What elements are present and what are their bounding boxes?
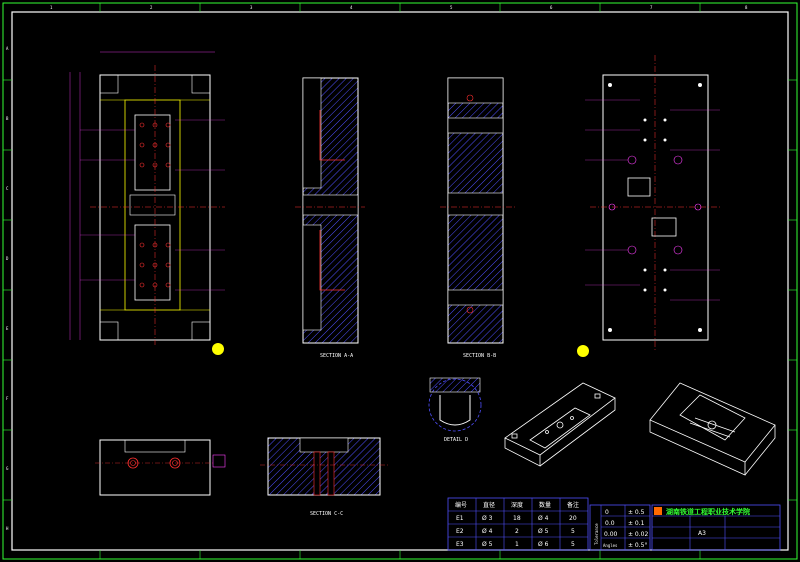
border-num: 4 [350,5,353,10]
weld-symbol-icon [212,343,224,355]
plan-view-right [577,55,720,357]
border-num: 5 [450,5,453,10]
weld-symbol-icon [577,345,589,357]
tolerance-value: ± 0.1 [628,520,645,527]
school-logo-icon [654,507,662,515]
drawing-size: A3 [698,530,706,537]
border-letter: F [6,396,9,401]
tolerance-precision: 0.00 [604,531,618,538]
border-letter: E [6,326,9,331]
border-num: 2 [150,5,153,10]
tolerance-value: ± 0.02 [628,531,648,538]
border-letter: H [6,526,9,531]
section-bb-label: SECTION B-B [463,353,496,359]
detail-label: DETAIL D [444,437,468,443]
border-letter: B [6,116,9,121]
table-cell: Ø 5 [482,541,493,548]
section-aa-label: SECTION A-A [320,353,353,359]
table-cell: E2 [456,528,464,535]
table-cell: Ø 4 [482,528,493,535]
table-header: 深度 [511,501,523,509]
title-block: 湖南铁道工程职业技术学院 A3 [651,504,781,551]
table-header: 数量 [539,501,551,509]
plan-view-left [69,51,225,355]
tolerance-block: Tolerance 0 ± 0.5 0.0 ± 0.1 0.00 ± 0.02 … [589,504,651,551]
table-header: 备注 [567,501,579,509]
table-cell: 5 [571,528,575,535]
table-cell: 5 [571,541,575,548]
table-cell: Ø 6 [538,541,549,548]
border-ticks [3,3,797,559]
tolerance-value: ± 0.5° [628,542,647,549]
table-cell: Ø 4 [538,515,549,522]
tolerance-side-label: Tolerance [594,523,599,545]
table-cell: Ø 3 [482,515,493,522]
detail-view: DETAIL D [428,377,482,443]
section-view-cc: SECTION C-C [260,437,388,517]
section-view-aa: SECTION A-A [295,77,365,359]
border-num: 7 [650,5,653,10]
border-letter: D [6,256,9,261]
border-letter: G [6,466,9,471]
border-numbers: 1 2 3 4 5 6 7 8 A B C D E F G H [6,5,748,531]
table-cell: 20 [569,515,577,522]
front-view [95,439,226,496]
border-num: 8 [745,5,748,10]
border-letter: A [6,46,9,51]
isometric-view-2 [649,382,776,476]
table-cell: E3 [456,541,464,548]
tolerance-precision: Angles [603,543,618,548]
border-num: 3 [250,5,253,10]
table-header: 编号 [455,501,467,509]
table-cell: 2 [515,528,519,535]
section-view-bb: SECTION B-B [440,77,515,359]
border-letter: C [6,186,9,191]
border-num: 1 [50,5,53,10]
border-num: 6 [550,5,553,10]
drawing-frame [11,11,789,551]
tolerance-precision: 0.0 [605,520,615,527]
tolerance-value: ± 0.5 [628,509,645,516]
school-name: 湖南铁道工程职业技术学院 [666,507,750,516]
section-cc-label: SECTION C-C [310,511,343,517]
table-cell: 18 [513,515,521,522]
table-header: 直径 [483,501,495,509]
tolerance-precision: 0 [605,509,609,516]
spec-table: 编号 直径 深度 数量 备注 E1 Ø 3 18 Ø 4 20 E2 Ø 4 2… [447,497,589,551]
table-cell: Ø 5 [538,528,549,535]
table-cell: 1 [515,541,519,548]
table-cell: E1 [456,515,464,522]
isometric-view-1 [504,382,616,467]
